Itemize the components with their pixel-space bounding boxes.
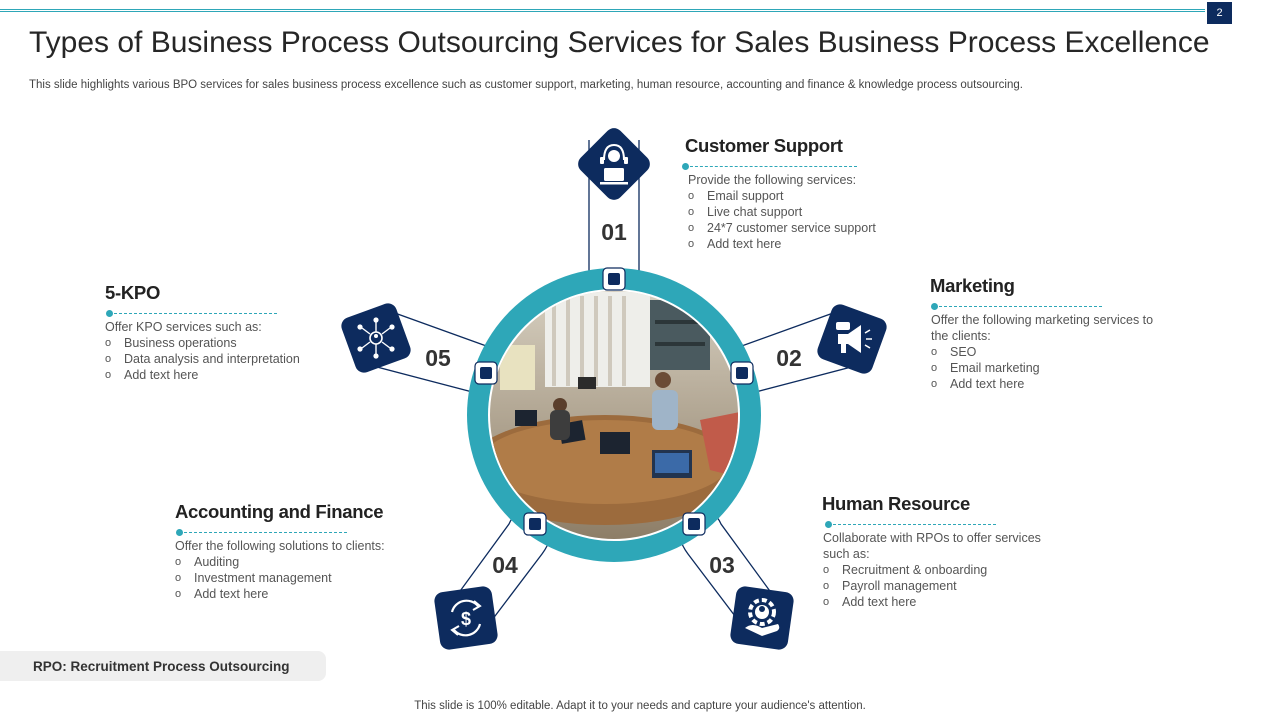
list-item: SEO [931, 344, 1175, 360]
list-item: Add text here [175, 586, 385, 602]
connector-02 [730, 361, 754, 385]
customer-support-rule [682, 163, 857, 170]
human-resource-block: Human Resource Collaborate with RPOs to … [822, 493, 1062, 610]
step-number-01: 01 [601, 219, 627, 245]
list-item: Live chat support [688, 204, 876, 220]
kpo-title: 5-KPO [105, 282, 161, 303]
accounting-finance-intro: Offer the following solutions to clients… [175, 539, 385, 553]
human-resource-list: Recruitment & onboarding Payroll managem… [823, 562, 1062, 610]
marketing-list: SEO Email marketing Add text here [931, 344, 1175, 392]
step-number-03: 03 [709, 552, 735, 578]
list-item: Recruitment & onboarding [823, 562, 1062, 578]
marketing-intro: Offer the following marketing services t… [931, 313, 1154, 343]
connector-05 [474, 361, 498, 385]
list-item: Data analysis and interpretation [105, 351, 300, 367]
page-title: Types of Business Process Outsourcing Se… [29, 26, 1210, 59]
accounting-finance-list: Auditing Investment management Add text … [175, 554, 385, 602]
human-resource-rule [825, 521, 996, 528]
list-item: 24*7 customer service support [688, 220, 876, 236]
marketing-block: Marketing Offer the following marketing … [930, 275, 1175, 392]
accounting-finance-block: Accounting and Finance Offer the followi… [175, 501, 385, 602]
svg-text:$: $ [461, 609, 471, 629]
list-item: Add text here [688, 236, 876, 252]
list-item: Add text here [105, 367, 300, 383]
customer-support-intro: Provide the following services: [688, 173, 857, 187]
kpo-rule [106, 310, 277, 317]
list-item: Auditing [175, 554, 385, 570]
list-item: Payroll management [823, 578, 1062, 594]
human-resource-title: Human Resource [822, 493, 970, 514]
connector-04 [523, 512, 547, 536]
list-item: Add text here [823, 594, 1062, 610]
customer-support-list: Email support Live chat support 24*7 cus… [688, 188, 876, 252]
list-item: Email marketing [931, 360, 1175, 376]
top-rule [0, 9, 1205, 12]
list-item: Investment management [175, 570, 385, 586]
list-item: Email support [688, 188, 876, 204]
footer-text: This slide is 100% editable. Adapt it to… [414, 700, 866, 712]
marketing-rule [931, 303, 1102, 310]
kpo-intro: Offer KPO services such as: [105, 320, 262, 334]
connector-01 [602, 267, 626, 291]
accounting-finance-title: Accounting and Finance [175, 501, 384, 522]
customer-support-title: Customer Support [685, 135, 843, 156]
rpo-note: RPO: Recruitment Process Outsourcing [0, 651, 326, 681]
kpo-block: 5-KPO Offer KPO services such as: Busine… [105, 282, 300, 383]
step-number-02: 02 [776, 345, 802, 371]
customer-support-agent-icon [578, 128, 650, 200]
network-person-icon [341, 303, 411, 373]
connector-03 [682, 512, 706, 536]
list-item: Business operations [105, 335, 300, 351]
marketing-title: Marketing [930, 275, 1015, 296]
gear-person-icon [730, 586, 794, 650]
kpo-list: Business operations Data analysis and in… [105, 335, 300, 383]
page-subtitle: This slide highlights various BPO servic… [29, 79, 1023, 91]
step-number-05: 05 [425, 345, 451, 371]
step-number-04: 04 [492, 552, 518, 578]
dollar-cycle-icon: $ [434, 586, 498, 650]
human-resource-intro: Collaborate with RPOs to offer services … [823, 531, 1041, 561]
accounting-finance-rule [176, 529, 347, 536]
megaphone-icon [817, 304, 887, 374]
list-item: Add text here [931, 376, 1175, 392]
page-number: 2 [1207, 2, 1232, 24]
customer-support-block: Customer Support Provide the following s… [682, 135, 876, 252]
